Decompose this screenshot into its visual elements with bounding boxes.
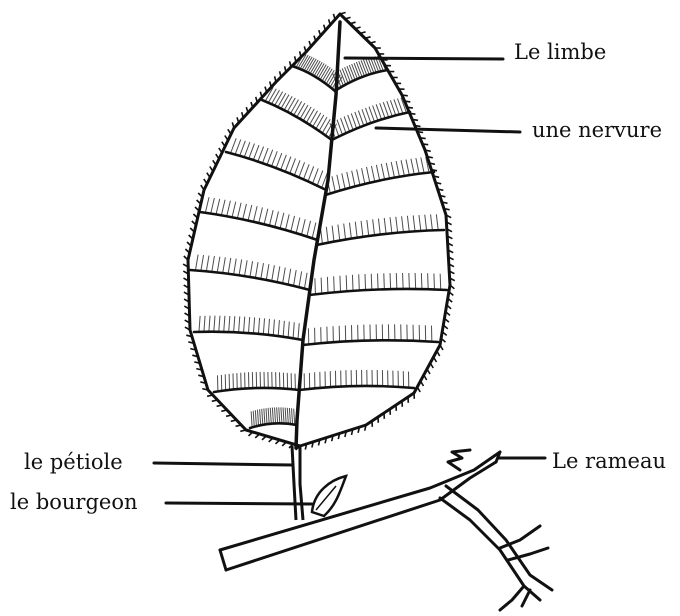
- label-petiole: le pétiole: [24, 452, 123, 473]
- petiole: [292, 446, 303, 520]
- label-limbe: Le limbe: [514, 42, 606, 63]
- label-rameau: Le rameau: [552, 451, 666, 472]
- leader-bourgeon: [166, 503, 312, 504]
- label-nervure: une nervure: [532, 120, 662, 141]
- leader-limbe: [345, 58, 503, 59]
- twig: [220, 450, 552, 610]
- label-bourgeon: le bourgeon: [10, 492, 138, 513]
- leader-petiole: [154, 463, 292, 465]
- bud: [312, 476, 346, 516]
